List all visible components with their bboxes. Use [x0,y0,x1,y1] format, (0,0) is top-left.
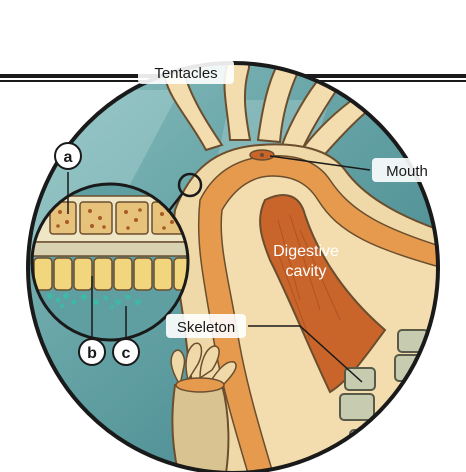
label-digestive-line1: Digestive [273,243,339,260]
marker-a: a [55,143,81,169]
marker-b: b [79,339,105,365]
marker-b-label: b [87,345,97,362]
label-skeleton: Skeleton [177,319,235,336]
marker-c: c [113,339,139,365]
label-tentacles: Tentacles [154,65,217,82]
marker-a-label: a [64,149,73,166]
marker-c-label: c [122,345,131,362]
label-digestive-line2: cavity [286,263,327,280]
label-mouth: Mouth [386,163,428,180]
